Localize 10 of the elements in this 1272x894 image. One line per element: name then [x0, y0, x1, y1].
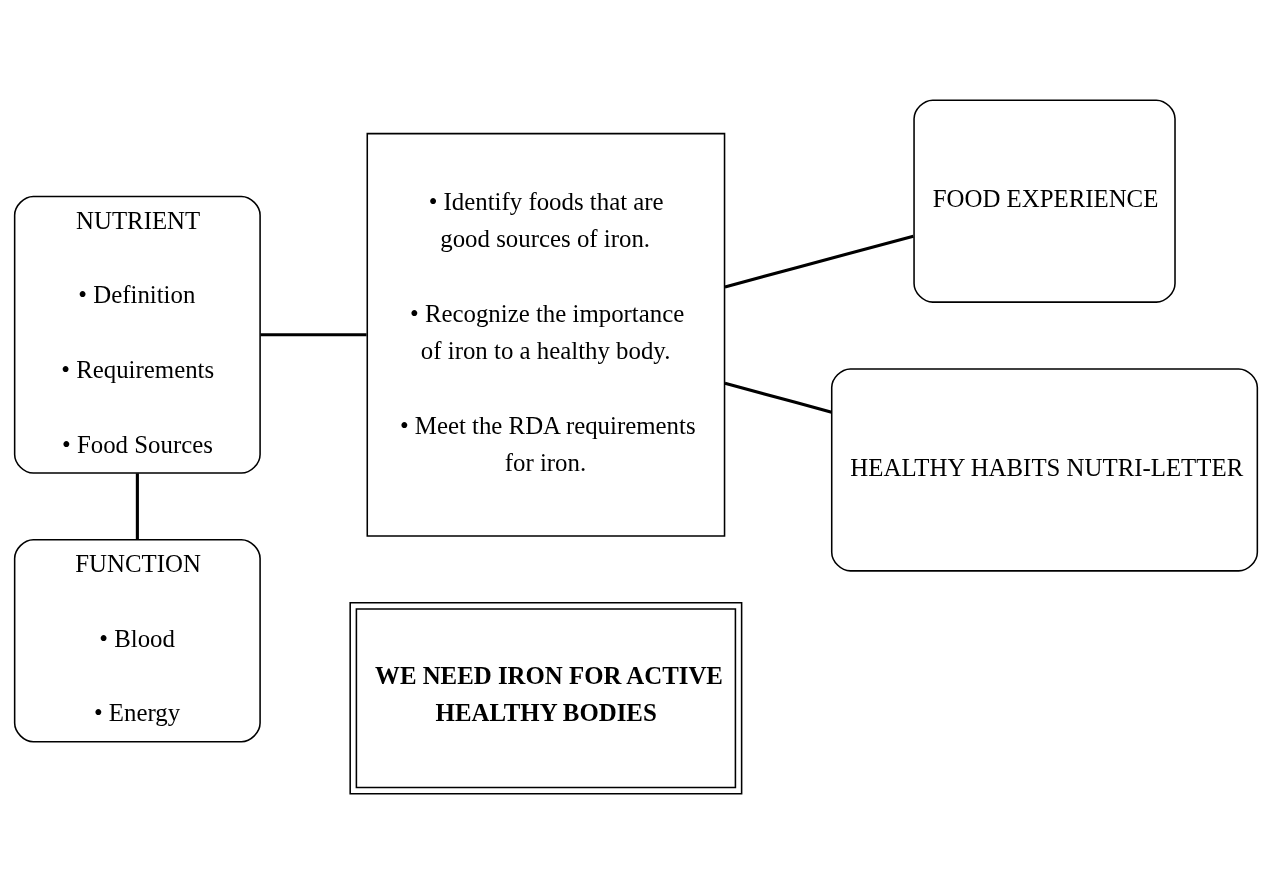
node-box: NUTRIENT • Definition • Requirements • Food Sources: [13, 195, 261, 474]
node-box: FOOD EXPERIENCE: [913, 99, 1176, 303]
connector: [260, 333, 367, 337]
node-box: FUNCTION • Blood • Energy: [13, 539, 261, 743]
connector: [724, 381, 833, 414]
node-box: WE NEED IRON FOR ACTIVE HEALTHY BODIES: [349, 601, 743, 795]
node-box: • Identify foods that are good sources of iron. • Recognize the importance of iron to a healthy body. • Meet the RDA requirements for iron.: [366, 132, 726, 537]
connector: [724, 234, 914, 289]
connector: [135, 473, 139, 540]
node-box: HEALTHY HABITS NUTRI-LETTER: [830, 368, 1259, 572]
